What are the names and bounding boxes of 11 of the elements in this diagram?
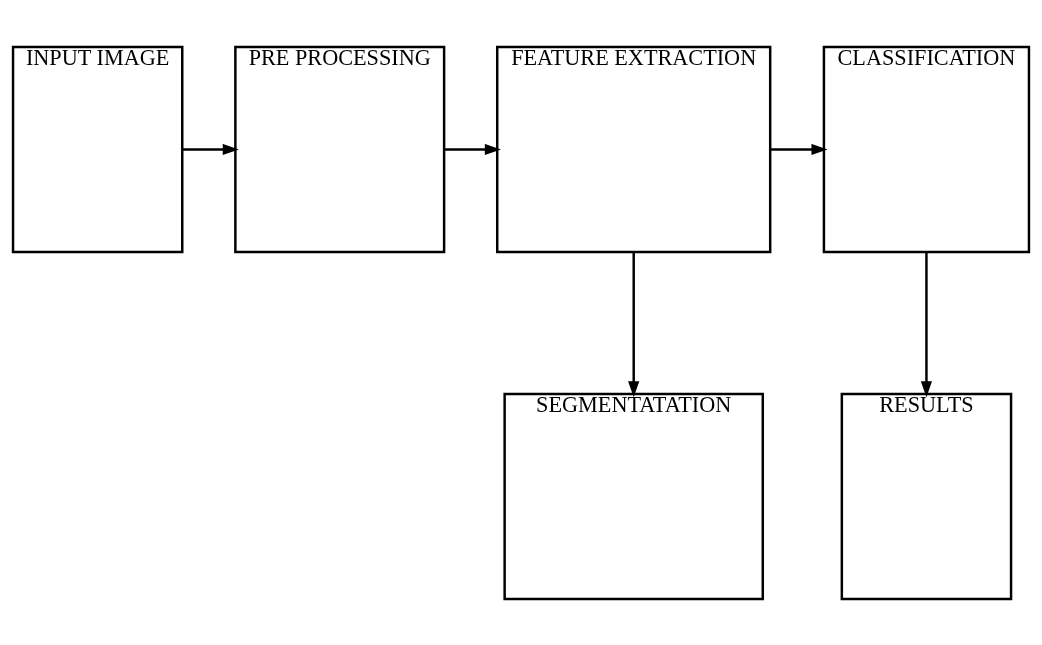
node-box: FEATURE EXTRACTION <box>496 45 772 253</box>
arrow <box>628 251 640 397</box>
arrow <box>920 251 933 397</box>
arrow <box>770 143 828 155</box>
node-box: RESULTS <box>840 392 1013 600</box>
node-box: PRE PROCESSING <box>234 45 446 253</box>
node-box: CLASSIFICATION <box>822 45 1031 253</box>
node-box: INPUT IMAGE <box>11 45 184 253</box>
arrow <box>182 143 239 155</box>
arrow <box>444 143 501 155</box>
node-box: SEGMENTATATION <box>503 392 764 600</box>
